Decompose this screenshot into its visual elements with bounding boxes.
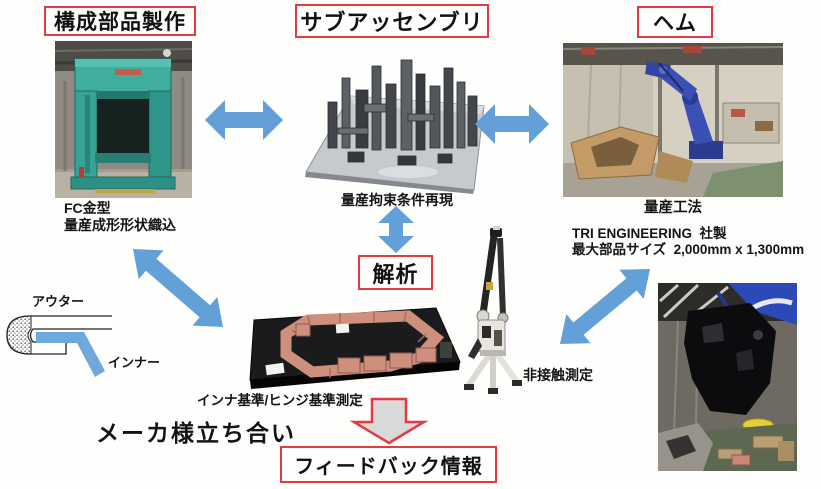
hem-robot-photo: [563, 43, 783, 197]
arrow-feedback-down: [349, 397, 429, 445]
press-caption-line1: FC金型: [64, 200, 111, 216]
flow-box-subassembly-label: サブアッセンブリ: [300, 10, 484, 35]
noncontact-caption: 非接触測定: [523, 367, 593, 383]
fixture-caption: インナ基準/ヒンジ基準測定: [197, 393, 363, 408]
witness-caption: メーカ様立ち合い: [96, 420, 296, 446]
flow-box-subassembly: サブアッセンブリ: [295, 4, 489, 38]
outer-panel-label: アウター: [32, 294, 85, 309]
jig-caption: 量産拘束条件再現: [341, 192, 453, 208]
flow-box-component-label: 構成部品製作: [54, 11, 186, 34]
flow-box-feedback: フィードバック情報: [280, 446, 497, 483]
arrow-jig-analysis: [378, 206, 414, 253]
flow-box-hem-label: ヘム: [653, 12, 697, 35]
maker-caption-line2: 最大部品サイズ 2,000mm x 1,300mm: [572, 242, 805, 257]
hem-section-diagram: [0, 290, 170, 390]
arrow-fixture-hem: [560, 269, 650, 344]
robot-head-photo: [658, 283, 797, 471]
flow-box-analysis: 解析: [358, 255, 433, 290]
press-machine-photo: [55, 41, 192, 198]
inner-panel-shape: [36, 332, 105, 377]
robot-caption: 量産工法: [644, 200, 702, 216]
flow-box-feedback-label: フィードバック情報: [294, 456, 483, 478]
subassembly-jig-photo: [298, 44, 490, 194]
maker-caption-line1: TRI ENGINEERING 社製: [572, 226, 727, 241]
measuring-arm-photo: [460, 226, 524, 394]
press-caption-line2: 量産成形形状織込: [64, 217, 176, 233]
flow-box-hem: ヘム: [637, 6, 713, 38]
checking-fixture-photo: [240, 290, 462, 393]
flow-box-analysis-label: 解析: [372, 261, 419, 287]
arrow-press-jig: [205, 100, 283, 140]
flow-box-component: 構成部品製作: [44, 6, 196, 36]
inner-panel-label: インナー: [108, 355, 161, 370]
